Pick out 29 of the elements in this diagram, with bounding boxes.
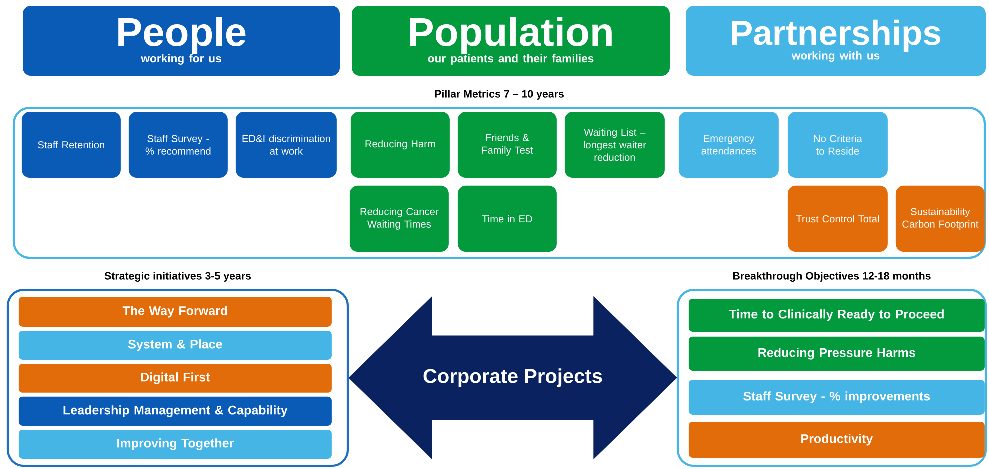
metric-box: Friends & Family Test	[458, 112, 557, 178]
metric-box: Reducing Harm	[350, 112, 450, 178]
section-heading: Pillar Metrics 7 – 10 years	[435, 90, 564, 100]
item-bar: Staff Survey - % improvements	[688, 380, 985, 415]
metric-box: Waiting List – longest waiter reduction	[564, 112, 665, 178]
metric-box: Staff Survey - % recommend	[128, 112, 228, 178]
metric-box: Emergency attendances	[678, 112, 779, 178]
metric-box: ED&I discrimination at work	[236, 112, 337, 178]
metric-box: Staff Retention	[22, 112, 121, 178]
pillar-banner: Population our patients and their families	[352, 6, 670, 76]
item-bar: Reducing Pressure Harms	[688, 336, 985, 371]
section-heading: Strategic initiatives 3-5 years	[104, 272, 252, 282]
item-bar: The Way Forward	[18, 296, 332, 327]
metric-box: No Criteria to Reside	[788, 112, 888, 178]
node-label: Staff Survey - % improvements	[744, 392, 930, 404]
metric-box: Reducing Cancer Waiting Times	[350, 186, 449, 252]
pillar-banner: People working for us	[23, 6, 340, 76]
item-bar: Leadership Management & Capability	[18, 396, 332, 426]
metric-box: Sustainability Carbon Footprint	[896, 186, 985, 252]
edge-label: Corporate Projects	[420, 366, 606, 390]
section-heading: Breakthrough Objectives 12-18 months	[733, 272, 931, 282]
item-bar: Digital First	[18, 364, 332, 393]
item-bar: System & Place	[18, 330, 332, 360]
item-bar: Improving Together	[18, 430, 332, 459]
metric-box: Time in ED	[458, 186, 557, 252]
metric-box: Trust Control Total	[788, 186, 888, 252]
pillar-banner: Partnerships working with us	[686, 6, 986, 76]
item-bar: Time to Clinically Ready to Proceed	[688, 298, 985, 332]
item-bar: Productivity	[688, 422, 985, 458]
